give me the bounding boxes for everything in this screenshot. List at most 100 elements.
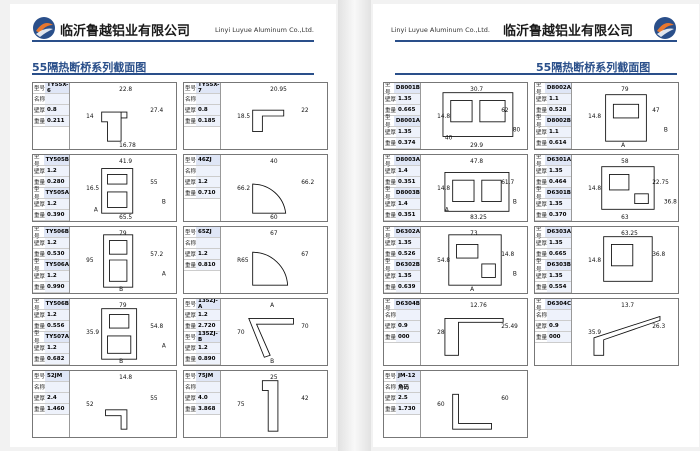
spec-label: 壁厚 (536, 274, 548, 280)
spec-value: 1.35 (396, 94, 420, 104)
spec-label: 重量 (385, 108, 397, 114)
spec-label: 重量 (34, 324, 46, 330)
spec-value: 1.460 (45, 404, 69, 414)
spec-value: 0.351 (396, 177, 420, 187)
dimension-label: 35.9 (588, 330, 601, 336)
spec-label: 名称 (385, 313, 397, 319)
dimension-label: 40 (270, 159, 278, 165)
spec-label: 壁厚 (185, 396, 197, 402)
spec-value: 1.2 (45, 166, 69, 176)
dimension-label: A (94, 207, 98, 213)
profile-outline (101, 168, 134, 214)
spec-value: 1.2 (196, 343, 220, 353)
dimension-label: 67 (270, 231, 278, 237)
spec-row: 名称 (184, 238, 220, 249)
spec-label: 壁厚 (34, 241, 46, 247)
spec-label: 型号 (185, 374, 197, 380)
dimension-label: 80 (513, 128, 521, 134)
profile-outline (605, 94, 647, 142)
spec-value: 0.665 (396, 105, 420, 115)
dimension-label: 83.25 (470, 215, 487, 221)
dimension-label: 13.7 (621, 303, 634, 309)
spec-label: 重量 (536, 180, 548, 186)
dimension-label: 79 (119, 231, 127, 237)
spec-label: 型号 (385, 298, 391, 312)
header-rule (32, 40, 314, 42)
spec-value: 2.4 (45, 393, 69, 403)
spec-value: 0.211 (45, 116, 69, 126)
dimension-label: 14.8 (437, 186, 450, 192)
dimension-label: 25 (270, 375, 278, 381)
spec-row: 名称 (33, 94, 69, 105)
spec-label: 壁厚 (185, 108, 197, 114)
spec-label: 名称 (536, 313, 548, 319)
spec-label: 壁厚 (185, 180, 197, 186)
spec-label: 型号 (34, 298, 40, 312)
spec-label: 重量 (185, 357, 197, 363)
spec-label: 壁厚 (385, 274, 397, 280)
spec-row: 名称 (184, 166, 220, 177)
spec-value: 0.639 (396, 282, 420, 292)
dimension-label: 79 (621, 87, 629, 93)
left-page: 临沂鲁越铝业有限公司 Linyi Luyue Aluminum Co.,Ltd.… (10, 4, 336, 447)
spec-value: 1.1 (547, 127, 571, 137)
spec-value: 0.185 (196, 116, 220, 126)
company-name-cn: 临沂鲁越铝业有限公司 (503, 24, 634, 39)
spec-value: 0.710 (196, 188, 220, 198)
spec-value: 3.868 (196, 404, 220, 414)
spec-value: 1.730 (396, 404, 420, 414)
spec-value: 0.464 (547, 177, 571, 187)
dimension-label: B (119, 287, 123, 293)
dimension-label: 60 (501, 396, 509, 402)
profile-drawing: 60 60 (422, 371, 527, 437)
spec-row: 名称 (535, 310, 571, 321)
spec-value: 1.2 (45, 199, 69, 209)
spec-value (547, 310, 571, 320)
spec-value: 0.8 (196, 105, 220, 115)
spec-label: 壁厚 (536, 130, 548, 136)
profile-outline (252, 251, 289, 286)
dimension-label: 14.8 (588, 186, 601, 192)
dimension-label: 12.76 (470, 303, 487, 309)
spec-value: 1.2 (45, 343, 69, 353)
section-svg: 60 60 (437, 393, 509, 430)
left-header: 临沂鲁越铝业有限公司 Linyi Luyue Aluminum Co.,Ltd. (10, 4, 336, 48)
dimension-label: 14.8 (119, 375, 132, 381)
dimension-label: 60 (437, 402, 445, 408)
spec-value (196, 166, 220, 176)
spec-value: JM-12 (396, 371, 420, 381)
